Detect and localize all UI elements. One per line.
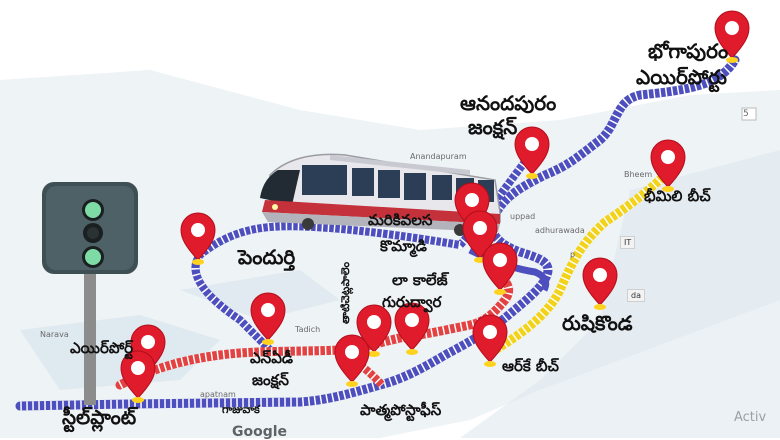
label-nad-junction: జంక్షన్	[252, 371, 289, 389]
label-anandapuram: ఆనందపురం	[460, 91, 557, 115]
blue-branch-line	[191, 151, 534, 354]
label-rushikonda: రుషికొండ	[562, 311, 633, 335]
coast-shade	[460, 150, 780, 438]
basemap-it-park-2: p	[570, 250, 576, 259]
activate-watermark: Activ	[734, 410, 767, 425]
label-bheemili-beach: భీమిలి బీచ్	[644, 187, 711, 205]
label-thatichetlapalem: తాటిచెట్లపాలెం	[339, 261, 352, 324]
basemap-bheemunipatnam: Bheem	[624, 170, 653, 179]
basemap-visakhapatnam: apatnam	[200, 390, 236, 399]
label-steel-plant: స్టీల్‌ప్లాంట్	[62, 405, 137, 429]
label-pendurthi: పెందుర్తి	[238, 245, 296, 269]
road-shield-number: 5	[743, 109, 749, 119]
google-attribution: Google	[232, 424, 288, 440]
basemap-tadichetlapalem: Tadich	[295, 325, 321, 334]
label-airport: ఎయిర్‌పోర్ట్	[70, 339, 134, 357]
blue-metro-line	[15, 55, 740, 411]
label-gurudwara: గురుద్వార	[382, 293, 442, 311]
basemap-ruda: da	[627, 289, 645, 302]
label-gajuwaka: గాజువాక	[222, 403, 260, 416]
label-bhogapuram: భోగాపురం	[648, 39, 729, 63]
tram-icon	[260, 153, 501, 236]
label-airport-bhogapuram: ఎయిర్‌పోర్టు	[636, 65, 727, 89]
basemap-it-park: IT	[620, 236, 636, 249]
basemap-madhurawada: adhurawada	[535, 226, 585, 235]
label-marikavalasa: మరికివలస	[368, 211, 433, 229]
basemap-kapuluppada: uppad	[510, 212, 536, 221]
label-kommadi: కొమ్మాడి	[380, 237, 427, 255]
basemap-anandapuram: Anandapuram	[410, 152, 467, 161]
label-law-college: లా కాలేజ్	[392, 271, 448, 289]
label-rk-beach: ఆర్‌కే బీచ్	[502, 357, 559, 375]
basemap-narava: Narava	[40, 330, 69, 339]
label-nad: ఎన్‌ఏడీ	[250, 349, 293, 367]
label-anandapuram-junction: జంక్షన్	[468, 115, 518, 139]
traffic-light-icon	[42, 182, 138, 405]
label-old-post-office: పాత్మపోస్టాఫీస్	[360, 401, 442, 419]
